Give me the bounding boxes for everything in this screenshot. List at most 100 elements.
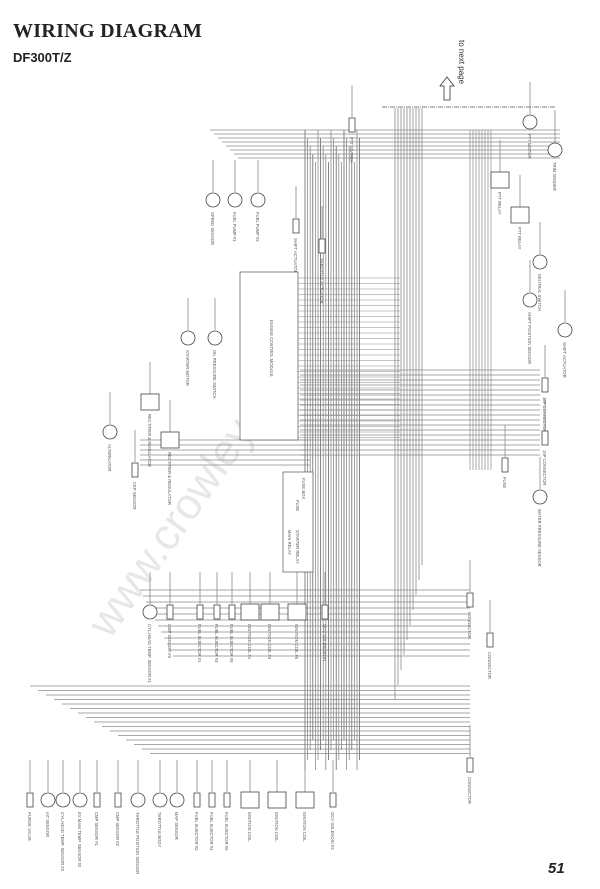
coil-icon	[295, 791, 315, 809]
component-label: IGNITION COIL	[274, 812, 279, 842]
component-label: CYL.HEAD TEMP. SENSOR #1	[147, 624, 152, 684]
component-label: 16P CONNECTOR	[542, 450, 547, 485]
component: STARTER MOTOR	[180, 298, 196, 386]
component-label: STARTER MOTOR	[185, 350, 190, 386]
component: RECTIFIER & REGULATOR	[160, 400, 180, 505]
component: IAT SENSOR	[40, 760, 56, 837]
component: SHIFT POSITION SENSOR	[522, 260, 538, 364]
connector-icon	[93, 792, 101, 808]
sensor-icon	[169, 792, 185, 808]
sensor-icon	[532, 489, 548, 505]
coil-icon	[240, 603, 260, 621]
coil-icon	[490, 171, 510, 189]
component-label: IGNITION COIL #1	[247, 624, 252, 660]
connector-icon	[228, 604, 236, 620]
component: FUEL PUMP #2	[250, 160, 266, 242]
component-label: WATER PRESSURE SENSOR	[537, 509, 542, 567]
sensor-icon	[152, 792, 168, 808]
sensor-icon	[532, 254, 548, 270]
connector-icon	[196, 604, 204, 620]
component: CMP SENSOR #1	[93, 760, 101, 847]
component-label: SHIFT ACTUATOR	[562, 342, 567, 378]
sensor-icon	[130, 792, 146, 808]
component: CKP SENSOR	[131, 430, 139, 509]
sensor-icon	[180, 330, 196, 346]
component: SHIFT ACTUATOR	[292, 186, 300, 274]
coil-icon	[140, 393, 160, 411]
sensor-icon	[547, 142, 563, 158]
sensor-icon	[227, 192, 243, 208]
component-label: FUEL INJECTOR #1	[197, 624, 202, 663]
component: RECTIFIER & REGULATOR	[140, 362, 160, 467]
next-page-arrow-icon	[382, 76, 555, 108]
component-label: THROTTLE BODY	[157, 812, 162, 847]
component-label: EX.MANI TEMP. SENSOR #2	[77, 812, 82, 868]
sensor-icon	[207, 330, 223, 346]
component: IGNITION COIL #3	[260, 572, 280, 660]
component-label: FUEL PUMP #2	[255, 212, 260, 242]
component-label: FUEL INJECTOR #6	[224, 812, 229, 851]
component-label: FUEL INJECTOR #2	[194, 812, 199, 851]
component-label: RECTIFIER & REGULATOR	[167, 452, 172, 505]
component: PTT RELAY	[510, 175, 530, 250]
component: NEUTRAL SWITCH	[532, 222, 548, 311]
component: PTT MOTOR	[522, 82, 538, 159]
sensor-icon	[102, 424, 118, 440]
component: FUEL INJECTOR #6	[223, 760, 231, 851]
sensor-icon	[250, 192, 266, 208]
component: CONNECTOR	[486, 600, 494, 679]
component-label: IGNITION COIL	[247, 812, 252, 842]
component: FUEL PUMP #1	[227, 160, 243, 242]
component: PTT RELAY	[490, 140, 510, 215]
component-label: CMP SENSOR #2	[115, 812, 120, 847]
component-label: IGNITION COIL #5	[294, 624, 299, 660]
component: THROTTLE ACTUATOR	[318, 206, 326, 304]
component: FUEL INJECTOR #4	[208, 760, 216, 851]
connector-icon	[223, 792, 231, 808]
component: ALTERNATOR	[102, 392, 118, 471]
component-label: PTT RELAY	[517, 227, 522, 250]
page-title: WIRING DIAGRAM	[13, 20, 203, 42]
component: OIL PRESSURE SWITCH	[207, 298, 223, 398]
component: IGNITION COIL	[267, 760, 287, 842]
sensor-icon	[142, 604, 158, 620]
component: CYL.HEAD TEMP. SENSOR #2	[55, 760, 71, 872]
connector-icon	[329, 792, 337, 808]
component: THROTTLE BODY	[152, 760, 168, 847]
connector-icon	[541, 430, 549, 446]
component-label: IGNITION COIL #3	[267, 624, 272, 660]
component-label: ALTERNATOR	[107, 444, 112, 471]
connector-icon	[131, 462, 139, 478]
sensor-icon	[522, 292, 538, 308]
component-label: OCV SOLENOID #1	[322, 624, 327, 662]
sensor-icon	[205, 192, 221, 208]
next-page-label: to next page	[457, 40, 466, 85]
component: FUEL INJECTOR #2	[193, 760, 201, 851]
connector-icon	[501, 457, 509, 473]
component-label: MAP SENSOR	[174, 812, 179, 840]
component: 16P CONNECTOR	[541, 398, 549, 485]
component-label: CONNECTOR	[467, 777, 472, 804]
connector-icon	[213, 604, 221, 620]
main-relay-label: MAIN RELAY	[287, 530, 292, 555]
connector-icon	[466, 757, 474, 773]
connector-icon	[208, 792, 216, 808]
connector-icon	[348, 117, 356, 133]
component: CMP SENSOR #2	[114, 760, 122, 847]
component: WATER PRESSURE SENSOR	[532, 457, 548, 567]
connector-icon	[541, 377, 549, 393]
coil-icon	[510, 206, 530, 224]
coil-icon	[260, 603, 280, 621]
sensor-icon	[40, 792, 56, 808]
ecm-box	[239, 271, 299, 441]
component-label: IAT SENSOR	[45, 812, 50, 837]
component-label: FUEL INJECTOR #5	[229, 624, 234, 663]
component: TRIM SENDER	[547, 110, 563, 191]
component-label: THROTTLE ACTUATOR	[319, 258, 324, 304]
component-label: FUEL PUMP #1	[232, 212, 237, 242]
connector-icon	[321, 604, 329, 620]
component-label: PTT RELAY	[497, 192, 502, 215]
connector-icon	[114, 792, 122, 808]
